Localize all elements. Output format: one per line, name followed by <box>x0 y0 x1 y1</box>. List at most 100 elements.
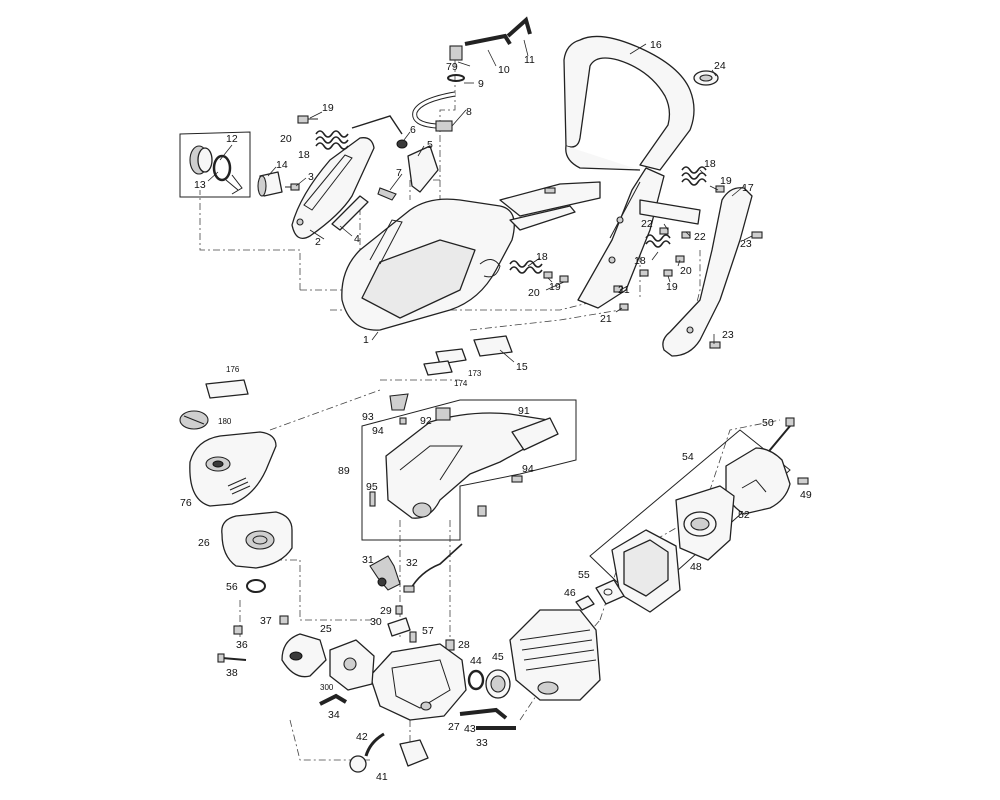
part-55-gasket <box>595 579 625 605</box>
label-part-49: 49 <box>800 489 812 501</box>
label-part-18-lower: 18 <box>634 255 646 267</box>
label-part-34: 34 <box>328 709 340 721</box>
part-76-top-cover <box>189 431 277 507</box>
part-8-fuel-line <box>412 91 456 132</box>
part-42-41-fuel-pickup <box>349 732 429 773</box>
part-300-carburetor <box>329 639 375 691</box>
label-part-23-upper: 23 <box>740 238 752 250</box>
part-labels: 1 2 3 4 5 6 7 8 9 10 11 12 13 14 15 16 1… <box>180 39 812 783</box>
label-part-45: 45 <box>492 651 504 663</box>
label-part-10: 10 <box>498 64 510 76</box>
label-part-43: 43 <box>464 723 476 735</box>
label-part-21-upper: 21 <box>618 284 630 296</box>
part-27-crankcase <box>369 643 467 721</box>
label-part-5: 5 <box>427 139 433 151</box>
subassembly-frame-12-13 <box>179 131 251 198</box>
label-part-176: 176 <box>226 365 240 374</box>
label-part-38: 38 <box>226 667 238 679</box>
label-part-44: 44 <box>470 655 482 667</box>
label-part-41: 41 <box>376 771 388 783</box>
label-part-3: 3 <box>308 171 314 183</box>
part-46-spacer <box>575 595 595 611</box>
part-32-wire <box>409 543 463 591</box>
label-part-180: 180 <box>218 417 232 426</box>
label-part-20-right: 20 <box>680 265 692 277</box>
part-6-wire <box>351 115 403 135</box>
part-5-cover <box>407 145 439 193</box>
part-38-bolt <box>217 653 247 663</box>
part-18-spring-lower-right <box>645 234 671 248</box>
part-94-screw <box>511 475 523 483</box>
label-part-54: 54 <box>682 451 694 463</box>
label-part-29: 29 <box>380 605 392 617</box>
label-part-33: 33 <box>476 737 488 749</box>
part-19-20-screw-left <box>297 115 318 124</box>
label-part-95: 95 <box>366 481 378 493</box>
label-part-57: 57 <box>422 625 434 637</box>
label-part-37: 37 <box>260 615 272 627</box>
part-57-clip <box>409 631 417 643</box>
label-part-173: 173 <box>468 369 482 378</box>
part-7-pin <box>377 187 397 201</box>
label-part-18-middle: 18 <box>536 251 548 263</box>
part-18-spring-left <box>315 130 349 150</box>
label-part-93: 93 <box>362 411 374 423</box>
label-part-6: 6 <box>410 124 416 136</box>
part-15-plates <box>423 335 513 376</box>
label-part-2: 2 <box>315 236 321 248</box>
label-part-19-right: 19 <box>720 175 732 187</box>
part-180-knob <box>179 410 209 430</box>
label-part-22-right: 22 <box>694 231 706 243</box>
part-24-plug <box>693 70 719 86</box>
part-44-ring <box>467 669 485 691</box>
part-12-filter-cap <box>189 145 243 195</box>
label-part-19-lower: 19 <box>666 281 678 293</box>
label-part-30: 30 <box>370 616 382 628</box>
part-43-33-hoses <box>459 707 516 730</box>
label-part-16: 16 <box>650 39 662 51</box>
part-49-screw <box>797 477 809 485</box>
part-3-screw <box>285 183 300 191</box>
part-1-main-housing <box>341 181 601 331</box>
label-part-14: 14 <box>276 159 288 171</box>
part-16-front-handle <box>563 35 695 171</box>
label-part-36: 36 <box>236 639 248 651</box>
label-part-174: 174 <box>454 379 468 388</box>
part-48-muffler-body <box>675 485 735 561</box>
part-30-bracket <box>387 617 411 637</box>
label-part-8: 8 <box>466 106 472 118</box>
label-part-20-left: 20 <box>280 133 292 145</box>
part-91-cover-strip <box>511 417 559 451</box>
part-29-screw <box>395 605 403 615</box>
part-95-clip <box>369 491 376 507</box>
label-part-4: 4 <box>354 233 360 245</box>
part-36-screw <box>233 625 243 635</box>
label-part-13: 13 <box>194 179 206 191</box>
label-part-19-middle: 19 <box>549 281 561 293</box>
label-part-48: 48 <box>690 561 702 573</box>
label-part-300: 300 <box>320 683 334 692</box>
label-part-50: 50 <box>762 417 774 429</box>
label-part-94-upper: 94 <box>372 425 384 437</box>
label-part-55: 55 <box>578 569 590 581</box>
label-part-25: 25 <box>320 623 332 635</box>
part-52-muffler-cover <box>725 447 791 515</box>
part-28-screw <box>445 639 455 651</box>
leader-lines <box>207 39 753 363</box>
label-part-76: 76 <box>180 497 192 509</box>
part-cylinder <box>509 609 601 701</box>
label-part-20-middle: 20 <box>528 287 540 299</box>
part-2-side-cover <box>291 137 375 239</box>
part-18-spring-right <box>681 166 707 186</box>
label-part-15: 15 <box>516 361 528 373</box>
label-part-11: 11 <box>524 54 535 66</box>
label-part-21-lower: 21 <box>600 313 612 325</box>
label-part-24: 24 <box>714 60 726 72</box>
label-part-7: 7 <box>396 167 402 179</box>
label-part-22-left: 22 <box>641 218 653 230</box>
label-part-92: 92 <box>420 415 432 427</box>
label-part-52: 52 <box>738 509 750 521</box>
label-part-17: 17 <box>742 182 754 194</box>
part-25-intake <box>281 633 327 678</box>
part-17-hand-guard <box>662 187 753 357</box>
